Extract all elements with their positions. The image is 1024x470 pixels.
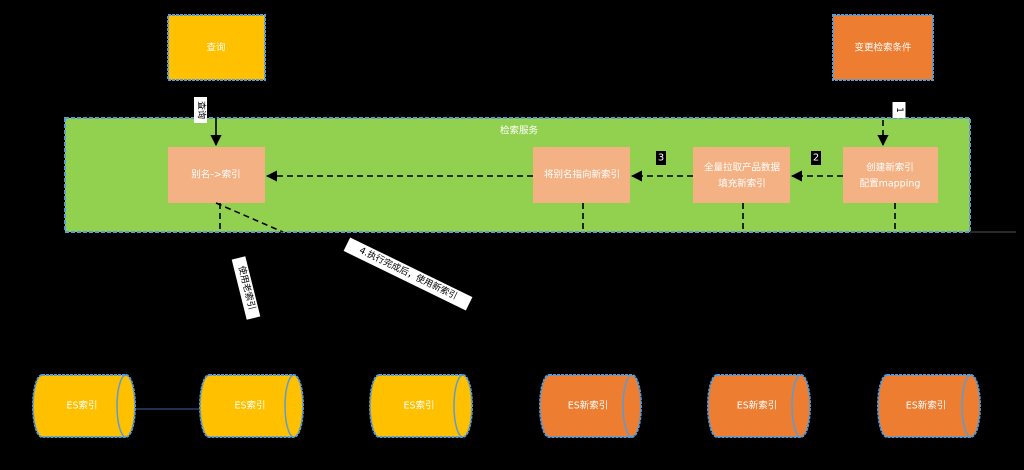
search-service-title: 检索服务 bbox=[500, 125, 539, 137]
query-edge-label-bg bbox=[194, 97, 207, 123]
es-new-index-cylinder-3-body bbox=[877, 374, 981, 438]
use-old-index-label-bg bbox=[231, 256, 261, 320]
es-new-index-cylinder-1-label: ES新索引 bbox=[568, 400, 609, 412]
change-criteria-node: 变更检索条件 bbox=[832, 14, 934, 81]
es-new-index-cylinder-3-face bbox=[961, 374, 972, 438]
step4-edge-label-bg bbox=[343, 237, 473, 311]
es-index-cylinder-2-label: ES索引 bbox=[234, 400, 265, 412]
es-new-index-cylinder-3: ES新索引 bbox=[877, 374, 981, 438]
fill-index-label-line-1: 全量拉取产品数据 bbox=[704, 162, 781, 174]
es-index-cylinder-1-face bbox=[116, 374, 127, 438]
query-node-box bbox=[167, 14, 266, 81]
es-new-index-cylinder-2-body bbox=[707, 374, 811, 438]
es-new-index-cylinder-1-face bbox=[622, 374, 633, 438]
step1-edge-label: 1 bbox=[892, 102, 906, 118]
step1-edge-label-bg bbox=[892, 102, 906, 118]
query-node-label: 查询 bbox=[206, 42, 225, 54]
create-index-box bbox=[843, 147, 938, 203]
query-edge-label: 查询 bbox=[194, 97, 208, 123]
point-alias-label: 将别名指向新索引 bbox=[544, 169, 620, 181]
alias-index-node: 别名->索引 bbox=[168, 147, 265, 203]
fill-index-box bbox=[693, 147, 790, 203]
es-index-cylinder-1-label: ES索引 bbox=[66, 400, 97, 412]
query-node: 查询 bbox=[167, 14, 266, 81]
es-index-cylinder-3-face bbox=[453, 374, 464, 438]
alias-new-index-connector bbox=[215, 202, 284, 233]
point-alias-node: 将别名指向新索引 bbox=[533, 147, 630, 203]
es-new-index-cylinder-2: ES新索引 bbox=[707, 374, 811, 438]
es-index-cylinder-1-body bbox=[32, 374, 136, 438]
fill-index-label-line-2: 填充新索引 bbox=[718, 178, 766, 190]
fill-index-node: 全量拉取产品数据 填充新索引 bbox=[693, 147, 790, 203]
step2-edge-label: 2 bbox=[811, 151, 821, 165]
step3-edge-label: 3 bbox=[656, 151, 666, 165]
es-new-index-cylinder-3-label: ES新索引 bbox=[906, 400, 947, 412]
step2-edge-label-text: 2 bbox=[813, 153, 819, 164]
step2-edge-label-bg bbox=[811, 151, 821, 165]
create-index-label-line-2: 配置mapping bbox=[860, 179, 921, 190]
es-index-cylinder-3: ES索引 bbox=[369, 374, 473, 438]
query-edge-label-text: 查询 bbox=[196, 101, 208, 119]
alias-index-label: 别名->索引 bbox=[191, 169, 240, 181]
es-index-cylinder-3-label: ES索引 bbox=[403, 400, 434, 412]
es-index-cylinder-2-face bbox=[284, 374, 295, 438]
point-alias-box bbox=[533, 147, 630, 203]
es-new-index-cylinder-2-face bbox=[791, 374, 802, 438]
es-index-cylinder-1: ES索引 bbox=[32, 374, 136, 438]
step3-edge-label-bg bbox=[656, 151, 666, 165]
es-index-cylinder-2: ES索引 bbox=[199, 374, 304, 438]
create-index-node: 创建新索引 配置mapping bbox=[843, 147, 938, 203]
create-index-label-line-1: 创建新索引 bbox=[866, 162, 914, 174]
change-criteria-label: 变更检索条件 bbox=[854, 42, 912, 54]
alias-index-box bbox=[168, 147, 265, 203]
es-new-index-cylinder-2-label: ES新索引 bbox=[737, 400, 778, 412]
es-new-index-cylinder-1: ES新索引 bbox=[539, 374, 642, 438]
step3-edge-label-text: 3 bbox=[658, 153, 664, 164]
es-index-cylinder-3-body bbox=[369, 374, 473, 438]
step1-edge-label-text: 1 bbox=[894, 107, 904, 113]
